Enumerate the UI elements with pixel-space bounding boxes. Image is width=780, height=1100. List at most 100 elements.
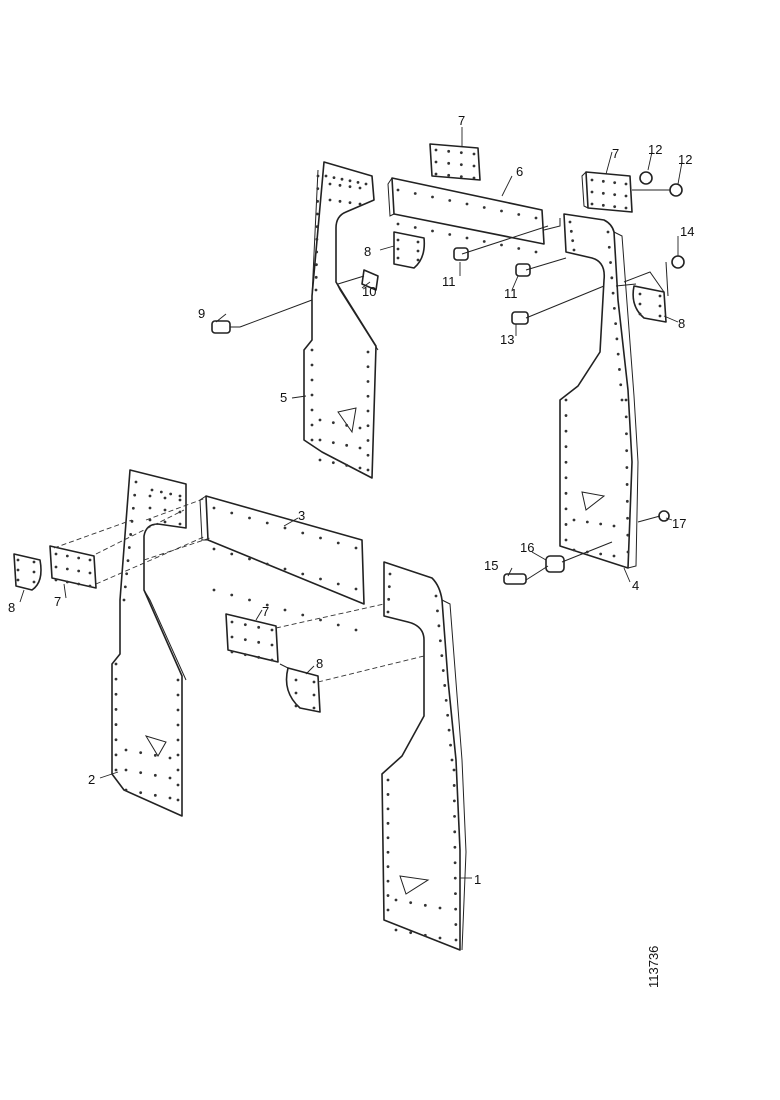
bolt-hole xyxy=(65,567,69,571)
bolt-hole xyxy=(230,593,234,597)
bolt-hole xyxy=(366,468,370,472)
bolt-hole xyxy=(54,578,58,582)
bolt-hole xyxy=(77,582,81,586)
bolt-hole xyxy=(447,161,451,165)
bolt-hole xyxy=(434,172,438,176)
bolt-hole xyxy=(599,552,603,556)
bolt-hole xyxy=(454,907,458,911)
bolt-hole xyxy=(386,793,390,796)
bolt-hole xyxy=(459,163,463,167)
bolt-hole xyxy=(16,558,20,562)
bolt-hole xyxy=(624,398,628,402)
bolt-hole xyxy=(328,182,332,186)
bolt-hole xyxy=(340,177,344,181)
callout-12: 12 xyxy=(678,152,692,167)
bolt-hole xyxy=(431,229,434,233)
bolt-hole xyxy=(620,398,624,402)
document-number: 113736 xyxy=(646,946,661,988)
bolt-hole xyxy=(452,768,456,772)
callout-labels: 7 6 7 12 12 14 8 10 9 11 11 13 8 5 4 17 … xyxy=(8,113,694,887)
bolt-hole xyxy=(564,414,568,417)
callout-7: 7 xyxy=(54,594,61,609)
bolt-hole xyxy=(139,751,143,755)
bolt-hole xyxy=(614,322,618,326)
bolt-hole xyxy=(301,572,305,576)
bolt-hole xyxy=(564,445,568,449)
bolt-hole xyxy=(386,865,390,869)
bolt-hole xyxy=(212,547,216,551)
bolt-hole xyxy=(127,546,131,549)
bolt-hole xyxy=(316,199,319,203)
bolt-hole xyxy=(386,850,390,854)
bolt-hole xyxy=(153,773,157,777)
bolt-hole xyxy=(243,653,247,657)
bolt-hole xyxy=(168,776,172,780)
bolt-hole xyxy=(564,460,568,464)
bolt-hole xyxy=(32,570,36,574)
bolt-hole xyxy=(148,494,152,498)
bolt-hole xyxy=(585,550,589,554)
bolt-hole xyxy=(444,698,448,702)
bolt-hole xyxy=(564,476,568,480)
bolt-hole xyxy=(459,175,463,179)
bolt-hole xyxy=(230,635,234,639)
bolt-hole xyxy=(294,678,298,682)
bolt-hole xyxy=(386,836,390,840)
bolt-hole xyxy=(472,152,476,156)
bolt-hole xyxy=(358,426,362,430)
bolt-hole xyxy=(413,192,417,195)
callout-17: 17 xyxy=(672,516,686,531)
bolt-hole xyxy=(613,181,617,185)
bolt-13 xyxy=(511,311,529,325)
bolt-hole xyxy=(616,352,620,356)
bolt-hole xyxy=(283,608,287,612)
bolt-hole xyxy=(625,499,629,503)
bolt-hole xyxy=(139,771,143,775)
bolt-hole xyxy=(153,793,157,797)
bolt-hole xyxy=(310,363,314,367)
bolt-hole xyxy=(450,758,454,762)
bolt-hole xyxy=(163,496,167,500)
bolt-hole xyxy=(569,229,573,233)
bolt-hole xyxy=(431,195,434,199)
callout-8: 8 xyxy=(8,600,15,615)
bolt-hole xyxy=(348,179,352,183)
bolt-hole xyxy=(336,582,340,586)
bolt-hole xyxy=(243,623,247,627)
nut-12-b xyxy=(669,183,683,197)
bolt-hole xyxy=(453,814,456,818)
bolt-hole xyxy=(534,250,538,254)
bolt-hole xyxy=(163,508,167,512)
nut-12-a xyxy=(639,171,653,185)
bolt-hole xyxy=(482,240,486,243)
splice-plate-7-lower-left xyxy=(49,545,97,589)
bolt-hole xyxy=(409,901,413,905)
bolt-hole xyxy=(114,692,118,696)
bolt-hole xyxy=(125,572,129,576)
bolt-hole xyxy=(150,488,154,492)
side-plate-2 xyxy=(111,469,187,817)
bolt-hole xyxy=(387,585,391,589)
bolt-hole xyxy=(294,704,298,708)
bolt-hole xyxy=(148,518,152,522)
bolt-hole xyxy=(310,348,314,352)
bolt-hole xyxy=(168,756,172,760)
splice-plate-7-top xyxy=(429,143,481,181)
bolt-hole xyxy=(16,568,20,572)
bolt-hole xyxy=(176,738,180,742)
bolt-hole xyxy=(230,511,234,515)
bolt-hole xyxy=(434,160,438,164)
bolt-hole xyxy=(438,639,442,643)
bolt-hole xyxy=(354,587,358,591)
bolt-hole xyxy=(77,556,81,560)
bolt-hole xyxy=(443,684,447,687)
bolt-hole xyxy=(618,368,621,371)
bolt-hole xyxy=(658,294,662,298)
bolt-hole xyxy=(148,506,152,510)
bolt-hole xyxy=(601,203,605,207)
bracket-8-upper-right xyxy=(623,271,667,323)
bolt-hole xyxy=(626,550,630,554)
bolt-hole xyxy=(609,261,612,264)
bolt-hole xyxy=(612,306,616,310)
bolt-hole xyxy=(387,597,391,601)
